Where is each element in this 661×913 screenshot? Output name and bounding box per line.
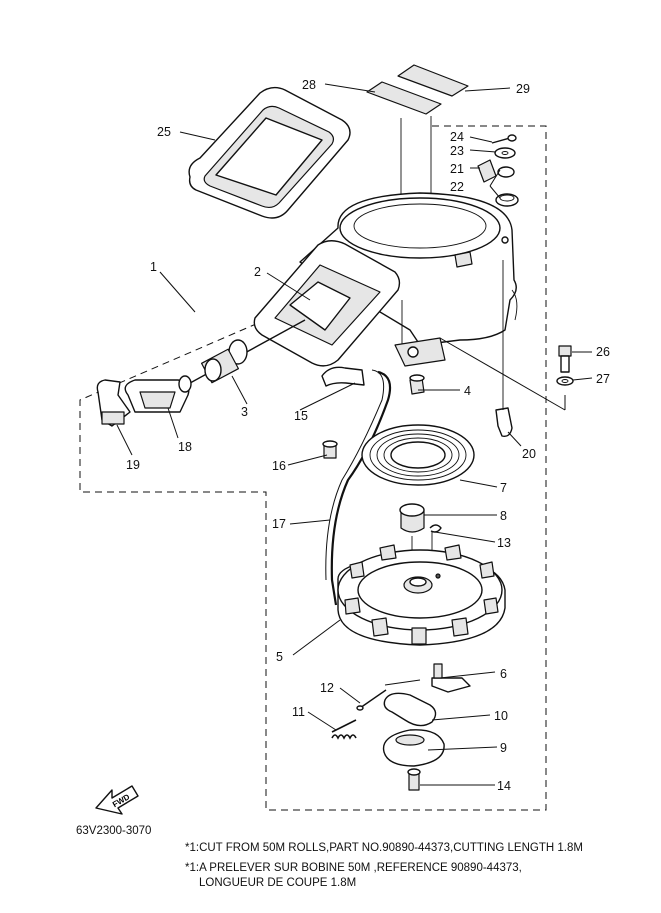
note-line-1: *1:CUT FROM 50M ROLLS,PART NO.90890-4437…	[185, 842, 583, 854]
part-16-bolt	[322, 440, 338, 459]
part-6-pawl	[431, 663, 471, 693]
part-25-seal	[188, 86, 351, 219]
part-7-spiral-spring	[361, 424, 475, 486]
assembly-boundary	[79, 125, 547, 811]
callout-14: 14	[497, 779, 511, 793]
part-5-sheave	[337, 544, 506, 646]
callout-22: 22	[450, 180, 464, 194]
callout-5: 5	[276, 650, 283, 664]
callout-2: 2	[254, 265, 261, 279]
part-21-pawl	[477, 159, 515, 183]
part-12-pin	[356, 689, 387, 711]
part-9-plate	[382, 729, 445, 767]
callout-9: 9	[500, 741, 507, 755]
part-3-grommet	[200, 339, 248, 384]
part-18-handle	[124, 375, 192, 413]
callout-8: 8	[500, 509, 507, 523]
callout-12: 12	[320, 681, 334, 695]
callout-23: 23	[450, 144, 464, 158]
part-27-washer	[556, 376, 574, 386]
callout-13: 13	[497, 536, 511, 550]
callout-21: 21	[450, 162, 464, 176]
callout-3: 3	[241, 405, 248, 419]
callout-25: 25	[157, 125, 171, 139]
part-19-insert	[96, 379, 131, 427]
callout-29: 29	[516, 82, 530, 96]
callout-17: 17	[272, 517, 286, 531]
part-13-circlip	[429, 524, 442, 533]
callout-18: 18	[178, 440, 192, 454]
callout-20: 20	[522, 447, 536, 461]
starter-case	[299, 192, 518, 367]
part-29-decal	[397, 64, 469, 97]
part-4-bolt	[409, 374, 425, 395]
callout-1: 1	[150, 260, 157, 274]
part-2-guide	[253, 240, 401, 367]
callout-27: 27	[596, 372, 610, 386]
note-line-2: *1:A PRELEVER SUR BOBINE 50M ,REFERENCE …	[185, 862, 522, 874]
callout-4: 4	[464, 384, 471, 398]
callout-15: 15	[294, 409, 308, 423]
callout-24: 24	[450, 130, 464, 144]
callout-16: 16	[272, 459, 286, 473]
callout-6: 6	[500, 667, 507, 681]
part-22-spring	[495, 193, 519, 207]
part-15-rope-stub	[321, 366, 365, 387]
callout-11: 11	[292, 705, 305, 719]
part-14-bolt	[407, 768, 421, 791]
callout-10: 10	[494, 709, 508, 723]
callout-labels: 1 2 3 4 5 6 7 8 9 10 11 12 13 14 15 16 1…	[126, 78, 610, 793]
part-11-coil-spring	[331, 719, 357, 740]
part-24-pin	[491, 134, 517, 144]
part-10-spring-wire	[383, 679, 437, 727]
leader-lines	[116, 83, 593, 786]
part-26-bolt	[558, 345, 572, 373]
part-17-starter-rope	[330, 370, 392, 606]
part-23-washer	[494, 147, 516, 159]
callout-7: 7	[500, 481, 507, 495]
part-28-decal	[366, 81, 442, 115]
part-8-bushing	[399, 503, 425, 533]
callout-19: 19	[126, 458, 140, 472]
note-line-3: LONGUEUR DE COUPE 1.8M	[199, 877, 357, 889]
fwd-arrow-icon: FWD	[95, 785, 139, 815]
callout-26: 26	[596, 345, 610, 359]
part-20-clamp	[495, 260, 513, 438]
drawing-code: 63V2300-3070	[76, 825, 152, 837]
callout-28: 28	[302, 78, 316, 92]
